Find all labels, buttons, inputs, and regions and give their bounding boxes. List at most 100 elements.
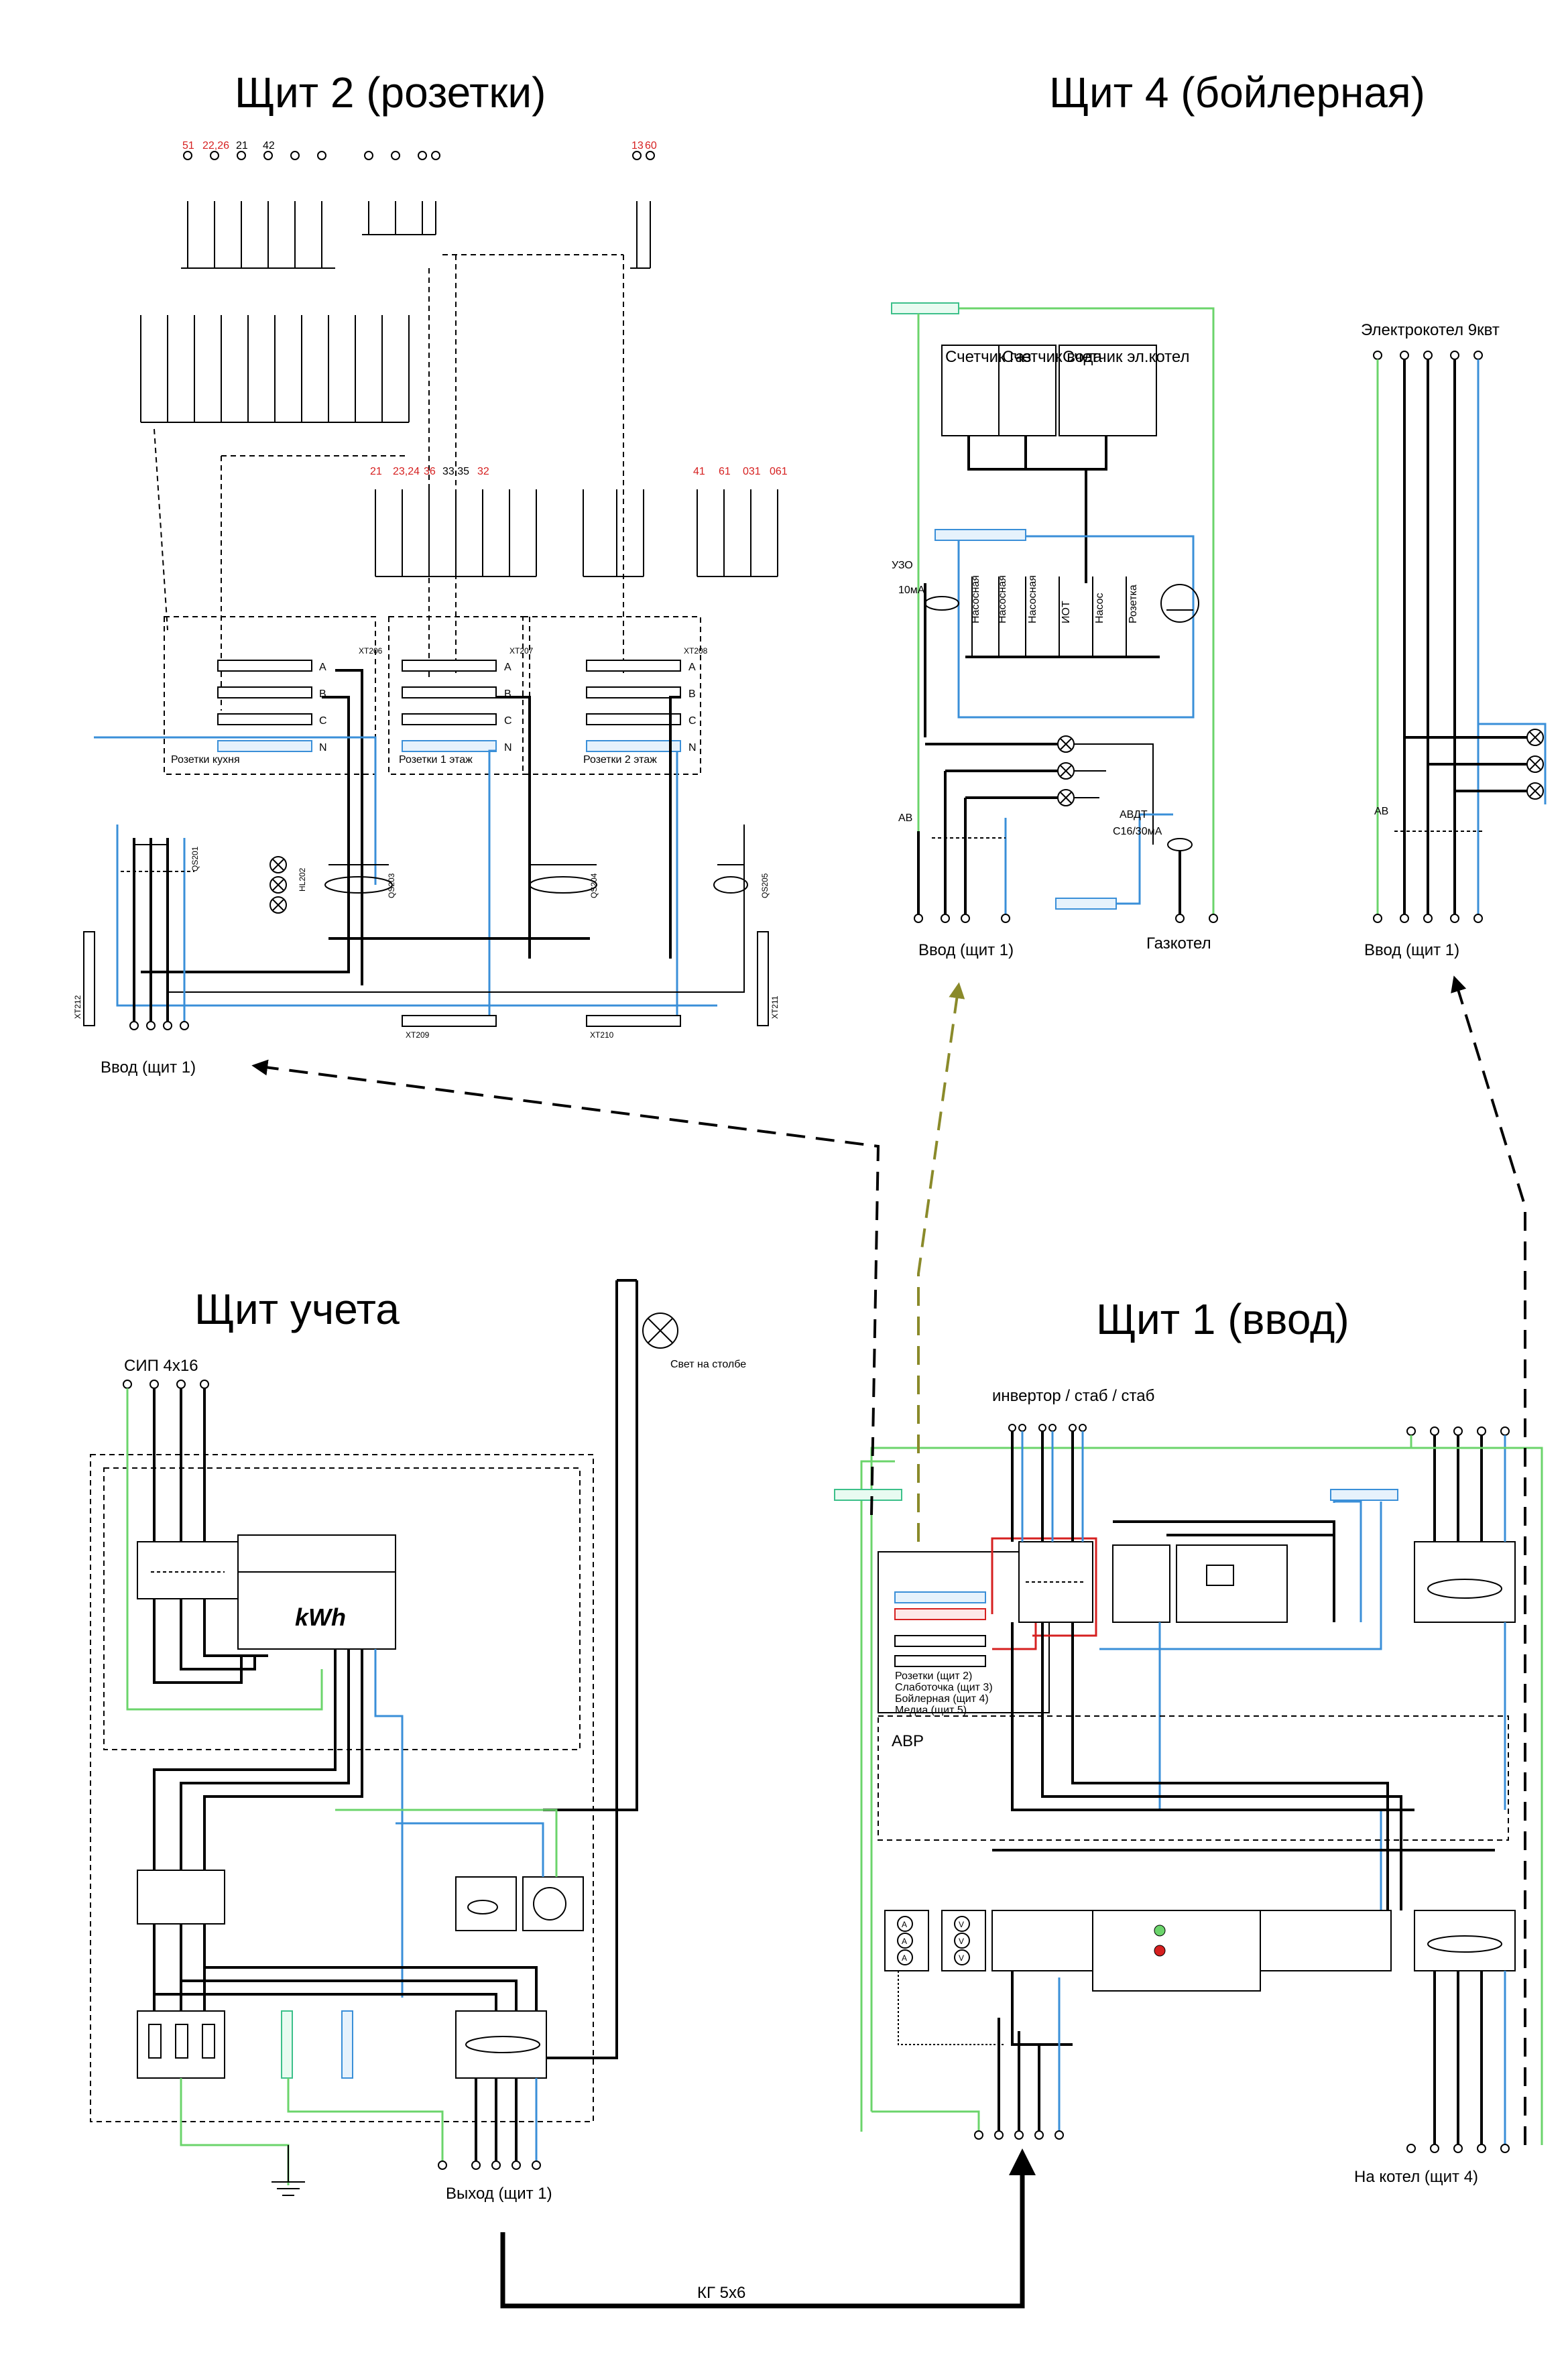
circuit-number: 41 bbox=[693, 466, 705, 477]
phase-bus bbox=[894, 1655, 986, 1667]
rcd-qs204: QS204 bbox=[529, 864, 599, 898]
circuit-number: 51 bbox=[182, 140, 194, 151]
relay-coil bbox=[1206, 1565, 1234, 1586]
electric-av-label: АВ bbox=[1374, 806, 1388, 817]
neutral-bar bbox=[934, 529, 1026, 541]
av-label: АВ bbox=[898, 812, 912, 824]
socket-icon bbox=[1160, 584, 1199, 623]
terminal-label: XT208 bbox=[684, 646, 708, 656]
rcd-label: QS205 bbox=[760, 873, 770, 898]
destination-label: Слаботочка (щит 3) bbox=[895, 1682, 993, 1693]
svg-text:V: V bbox=[959, 1937, 964, 1946]
shield2-top-breakers: 51 22,26 21 42 13 60 bbox=[181, 140, 657, 269]
rcd-qs205: QS205 bbox=[713, 864, 770, 898]
ammeter-block bbox=[884, 1910, 929, 1971]
shield1-title: Щит 1 (ввод) bbox=[1096, 1295, 1349, 1343]
pole-light-label: Свет на столбе bbox=[670, 1359, 746, 1370]
reserve-contactor bbox=[1260, 1910, 1392, 1971]
circuit-number: 21 bbox=[236, 140, 248, 151]
consumer-label: Розетка bbox=[1128, 585, 1139, 623]
bus-letter: B bbox=[504, 688, 511, 700]
bus-letter: N bbox=[688, 742, 697, 753]
electric-boiler-panel: Электрокотел 9квт АВ Ввод (щит 1) bbox=[1361, 321, 1547, 959]
group-label-floor1: Розетки 1 этаж bbox=[399, 754, 473, 766]
arrow-to-shield2 bbox=[251, 1059, 880, 1516]
avdt-rating: C16/30мА bbox=[1113, 826, 1162, 837]
shield2-title: Щит 2 (розетки) bbox=[235, 68, 546, 117]
consumer-label: Насосная bbox=[970, 575, 981, 623]
inverter-label: инвертор / стаб / стаб bbox=[992, 1387, 1154, 1405]
circuit-number: 031 bbox=[743, 466, 761, 477]
meter-output-label: Выход (щит 1) bbox=[446, 2185, 552, 2203]
avr-box bbox=[878, 1715, 1509, 1841]
uzo-symbol bbox=[924, 596, 959, 611]
meter-label: Счетчик газ bbox=[945, 348, 1032, 366]
switch-label: QS201 bbox=[190, 846, 200, 871]
group-box-floor2 bbox=[522, 616, 701, 775]
meter-rcd bbox=[455, 1876, 517, 1931]
bus-letter: C bbox=[688, 715, 697, 727]
rcd-label: QS203 bbox=[387, 873, 396, 898]
avdt-symbol bbox=[1167, 838, 1193, 851]
neutral-terminal bbox=[341, 2010, 353, 2079]
circuit-number: 13 bbox=[631, 140, 644, 151]
destination-label: Бойлерная (щит 4) bbox=[895, 1693, 989, 1705]
input-breaker bbox=[991, 1910, 1093, 1971]
circuit-number: 36 bbox=[424, 466, 436, 477]
group-label-kitchen: Розетки кухня bbox=[171, 754, 240, 766]
main-breaker bbox=[137, 1541, 239, 1599]
shield2-input-label: Ввод (щит 1) bbox=[101, 1058, 196, 1077]
shield2-second-row bbox=[140, 254, 624, 711]
terminal-xt211 bbox=[757, 931, 769, 1026]
circuit-number: 21 bbox=[370, 466, 382, 477]
meter-panel-title: Щит учета bbox=[194, 1285, 400, 1333]
circuit-number: 33,35 bbox=[442, 466, 469, 477]
output-rcd bbox=[455, 2010, 547, 2079]
svg-text:A: A bbox=[902, 1953, 907, 1963]
bus-letter: C bbox=[504, 715, 512, 727]
shield1-panel: инвертор / стаб / стаб Розетки (щит 2) С… bbox=[834, 1387, 1543, 2186]
terminal-label: XT209 bbox=[406, 1030, 430, 1040]
terminal-label: XT211 bbox=[770, 995, 780, 1019]
busbars: A B C N A B C N A B C N bbox=[217, 660, 697, 753]
svg-text:A: A bbox=[902, 1920, 907, 1929]
kwh-meter bbox=[237, 1534, 396, 1650]
destination-label: Розетки (щит 2) bbox=[895, 1670, 972, 1682]
boiler-output-label: На котел (щит 4) bbox=[1354, 2168, 1478, 2186]
output-rcd bbox=[1414, 1910, 1516, 1971]
red-indicator bbox=[1154, 1945, 1166, 1957]
neutral-bar bbox=[1330, 1489, 1398, 1501]
meter-enclosure bbox=[90, 1454, 594, 2122]
control-block bbox=[1092, 1910, 1261, 1992]
circuit-number: 61 bbox=[719, 466, 731, 477]
secondary-breaker bbox=[137, 1870, 225, 1925]
terminal-xt209 bbox=[402, 1015, 497, 1027]
circuit-number: 60 bbox=[645, 140, 657, 151]
neutral-bar-2 bbox=[1055, 898, 1117, 910]
group-box-floor1 bbox=[388, 616, 530, 775]
bus-letter: A bbox=[319, 662, 326, 673]
arrow-to-shield4 bbox=[917, 982, 965, 1542]
shield4-input-label: Ввод (щит 1) bbox=[918, 941, 1014, 959]
connector-arrows bbox=[251, 975, 1526, 2145]
consumer-label: ИОТ bbox=[1061, 601, 1072, 623]
consumer-label: Насосная bbox=[997, 575, 1008, 623]
consumer-label: Насосная bbox=[1027, 575, 1038, 623]
shield2-panel: 51 22,26 21 42 13 60 bbox=[73, 140, 788, 1077]
cable-label: СИП 4х16 bbox=[124, 1357, 198, 1375]
consumer-label: Насос bbox=[1094, 593, 1105, 623]
rcd-qs203: QS203 bbox=[324, 864, 396, 898]
terminal-label: XT210 bbox=[590, 1030, 614, 1040]
green-indicator bbox=[1154, 1925, 1166, 1937]
avdt-label: АВДТ bbox=[1120, 809, 1148, 820]
arrow-head-icon bbox=[1009, 2148, 1036, 2175]
group-label-floor2: Розетки 2 этаж bbox=[583, 754, 657, 766]
input-switch-qs201: QS201 HL202 bbox=[121, 838, 307, 1030]
group-box-kitchen bbox=[164, 616, 376, 775]
neutral-bus bbox=[894, 1591, 986, 1603]
electric-boiler-input-label: Ввод (щит 1) bbox=[1364, 941, 1459, 959]
terminal-label: XT207 bbox=[509, 646, 534, 656]
arrow-to-electric-boiler bbox=[1451, 975, 1526, 2145]
cable-bottom-label: КГ 5х6 bbox=[697, 2284, 745, 2302]
gas-boiler-label: Газкотел bbox=[1146, 934, 1211, 953]
